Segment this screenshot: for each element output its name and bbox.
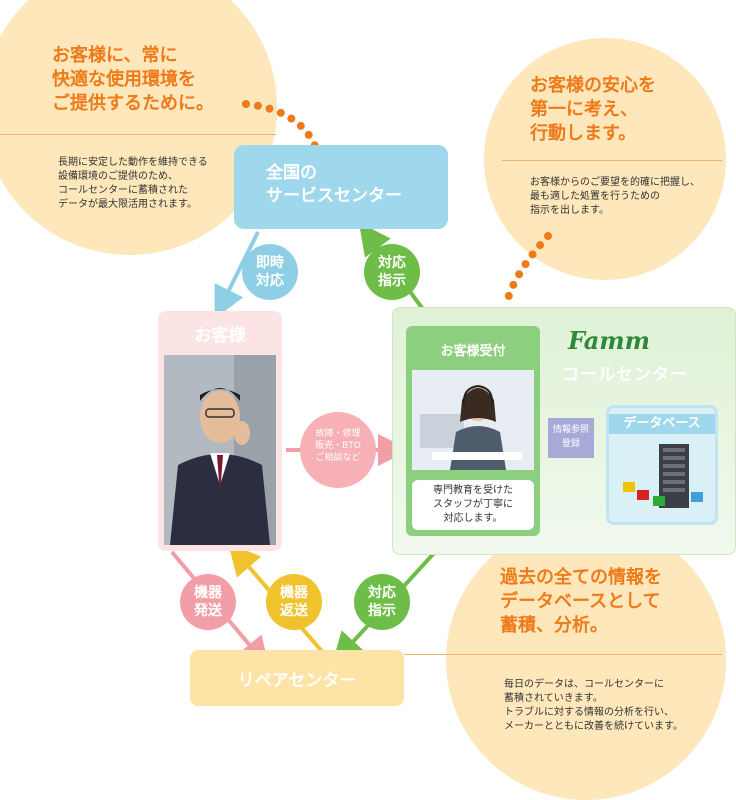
reception-label: お客様受付 xyxy=(440,344,506,359)
badge-instruction-top: 対応指示 xyxy=(364,244,420,300)
headline-top-right: お客様の安心を 第一に考え、 行動します。 xyxy=(530,75,656,144)
customer-label: お客様 xyxy=(194,326,246,346)
divider-top-right xyxy=(502,160,722,161)
reception-box: お客様受付 専門教育を受けた スタッフが丁寧に 対応します。 xyxy=(406,326,540,536)
body-top-right: お客様からのご要望を的確に把握し、 最も適した処置を行うための 指示を出します。 xyxy=(530,177,700,216)
reception-note: 専門教育を受けた スタッフが丁寧に 対応します。 xyxy=(412,480,534,530)
badge-return-equipment: 機器返送 xyxy=(266,574,322,630)
body-bottom-right: 毎日のデータは、コールセンターに 蓄積されていきます。 トラブルに対する情報の分… xyxy=(504,679,683,732)
divider-bottom-right xyxy=(404,654,722,655)
inquiry-circle: 故障・修理 販売・BTO ご相談など xyxy=(300,412,376,488)
peach-circle-top-left xyxy=(0,0,277,255)
peach-circle-bottom-right xyxy=(446,520,726,800)
callcenter-label: コールセンター xyxy=(562,365,688,385)
database-box: データベース xyxy=(606,405,718,525)
famm-logo: Famm xyxy=(568,326,651,355)
arrow-service-to-customer xyxy=(214,231,260,319)
badge-immediate-response: 即時対応 xyxy=(242,244,298,300)
headline-bottom-right: 過去の全ての情報を データベースとして 蓄積、分析。 xyxy=(500,567,662,636)
dotted-leader-top-left xyxy=(242,100,320,152)
server-rack-icon xyxy=(623,444,703,508)
service-center-label: 全国の サービスセンター xyxy=(266,163,402,206)
headline-top-left: お客様に、常に 快適な使用環境を ご提供するために。 xyxy=(52,45,214,114)
operator-photo xyxy=(412,370,534,470)
peach-circle-top-right xyxy=(484,38,726,280)
repair-center-label: リペアセンター xyxy=(237,671,357,691)
divider-top-left xyxy=(0,134,276,135)
customer-photo xyxy=(164,355,276,545)
info-reference-label: 情報参照 登録 xyxy=(548,418,594,458)
repair-center-box: リペアセンター xyxy=(190,650,404,706)
customer-box: お客様 xyxy=(158,311,282,551)
service-center-box: 全国の サービスセンター xyxy=(234,145,448,229)
badge-ship-equipment: 機器発送 xyxy=(180,574,236,630)
body-top-left: 長期に安定した動作を維持できる 設備環境のご提供のため、 コールセンターに蓄積さ… xyxy=(58,157,208,210)
badge-instruction-bottom: 対応指示 xyxy=(354,574,410,630)
dotted-leader-top-right xyxy=(502,232,552,310)
database-label: データベース xyxy=(609,414,715,434)
